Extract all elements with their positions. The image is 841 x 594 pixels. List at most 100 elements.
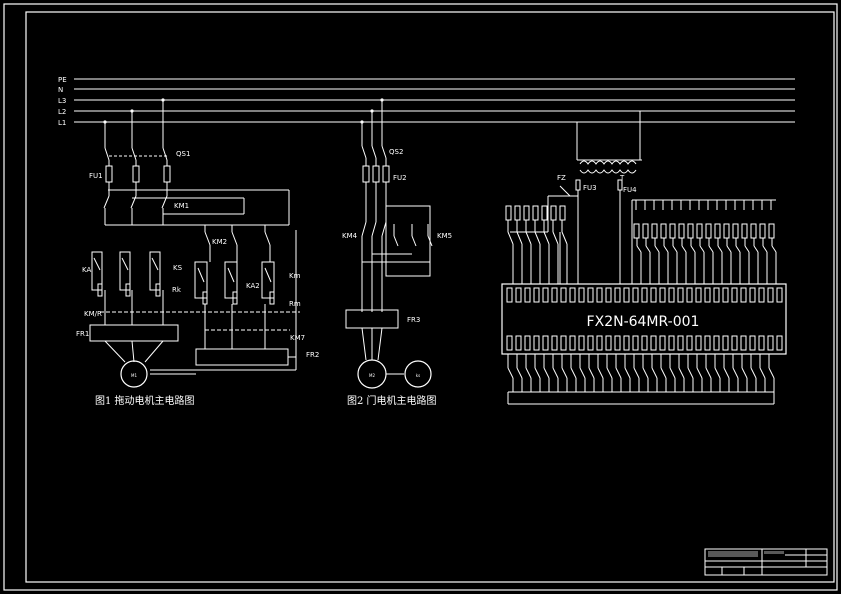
wire [633,367,640,379]
wire [762,245,768,253]
wire [534,367,541,379]
wire [669,367,676,379]
wire [103,195,110,209]
wire [699,245,705,253]
wire [687,367,694,379]
bus-label-l3: L3 [58,97,66,105]
wire [624,367,631,379]
relay-bank [194,261,208,299]
plc-input-terminal [767,287,774,303]
resistor [155,283,161,297]
wire [654,245,660,253]
input-tag [505,205,512,221]
plc-output-terminal [650,335,657,351]
relay-bank [91,251,103,291]
plc-input-terminal [560,287,567,303]
input-tag [651,223,658,239]
input-tag [532,205,539,221]
title-block-frame [704,548,828,576]
wire [381,221,387,237]
plc-input-terminal [578,287,585,303]
figure1-caption: 图1 拖动电机主电路图 [95,394,195,407]
label-fr2: FR2 [306,351,319,359]
label-km4: KM4 [342,232,358,240]
wire [570,367,577,379]
relay-bank [261,261,275,299]
plc-input-terminal [695,287,702,303]
wire [552,231,559,245]
transformer-coil [579,160,637,165]
label-fu2: FU2 [393,174,407,182]
plc-output-terminal [659,335,666,351]
label-kmr: KM/R [84,310,102,318]
wire [197,267,205,283]
relay-bank [149,251,161,291]
wire [732,367,739,379]
wire [705,367,712,379]
plc-input-terminal [650,287,657,303]
wire [162,147,168,161]
title-block-code-cell [764,551,784,554]
plc-output-terminal [713,335,720,351]
input-tag [723,223,730,239]
plc-output-terminal [524,335,531,351]
wire [561,231,568,245]
plc-input-terminal [569,287,576,303]
wire [708,245,714,253]
figure2-caption: 图2 门电机主电路图 [347,394,437,407]
wire [411,235,417,247]
resistor [97,283,103,297]
wire [696,367,703,379]
label-ka: KA [82,266,91,274]
plc-output-terminal [614,335,621,351]
wire [645,245,651,253]
tacho-ks [404,360,432,388]
overload-relay-fr1 [89,324,179,342]
resistor [269,291,275,305]
fuse-fu1 [163,165,171,183]
label-rm: Rm [289,300,301,308]
plc-output-terminal [551,335,558,351]
wire [427,235,433,247]
wire [597,367,604,379]
wire [663,245,669,253]
label-fu4: FU4 [623,186,637,194]
fuse-fu2 [362,165,370,183]
input-tag [750,223,757,239]
input-tag [759,223,766,239]
plc-output-terminal [533,335,540,351]
wire [131,147,137,161]
wire [93,257,101,271]
wire [651,367,658,379]
plc-input-terminal [722,287,729,303]
plc-output-terminal [578,335,585,351]
label-qs1: QS1 [176,150,190,158]
plc-output-terminal [632,335,639,351]
plc-output-terminal [704,335,711,351]
title-block-name-cell [708,551,758,557]
input-tag [514,205,521,221]
plc-input-terminal [524,287,531,303]
wire [726,245,732,253]
wire [759,367,766,379]
overload-relay-fr3 [345,309,399,329]
wire [516,231,523,245]
plc-input-terminal [713,287,720,303]
plc-input-terminal [740,287,747,303]
fuse-fu2 [382,165,390,183]
plc-input-terminal [686,287,693,303]
bus-label-n: N [58,86,63,94]
plc-output-terminal [758,335,765,351]
input-tag [678,223,685,239]
plc-output-terminal [731,335,738,351]
label-fr1: FR1 [76,330,89,338]
input-tag [732,223,739,239]
relay-bank [224,261,238,299]
wire [264,267,272,283]
plc-box [501,283,787,355]
plc-input-terminal [605,287,612,303]
input-tag [687,223,694,239]
plc-input-terminal [614,287,621,303]
